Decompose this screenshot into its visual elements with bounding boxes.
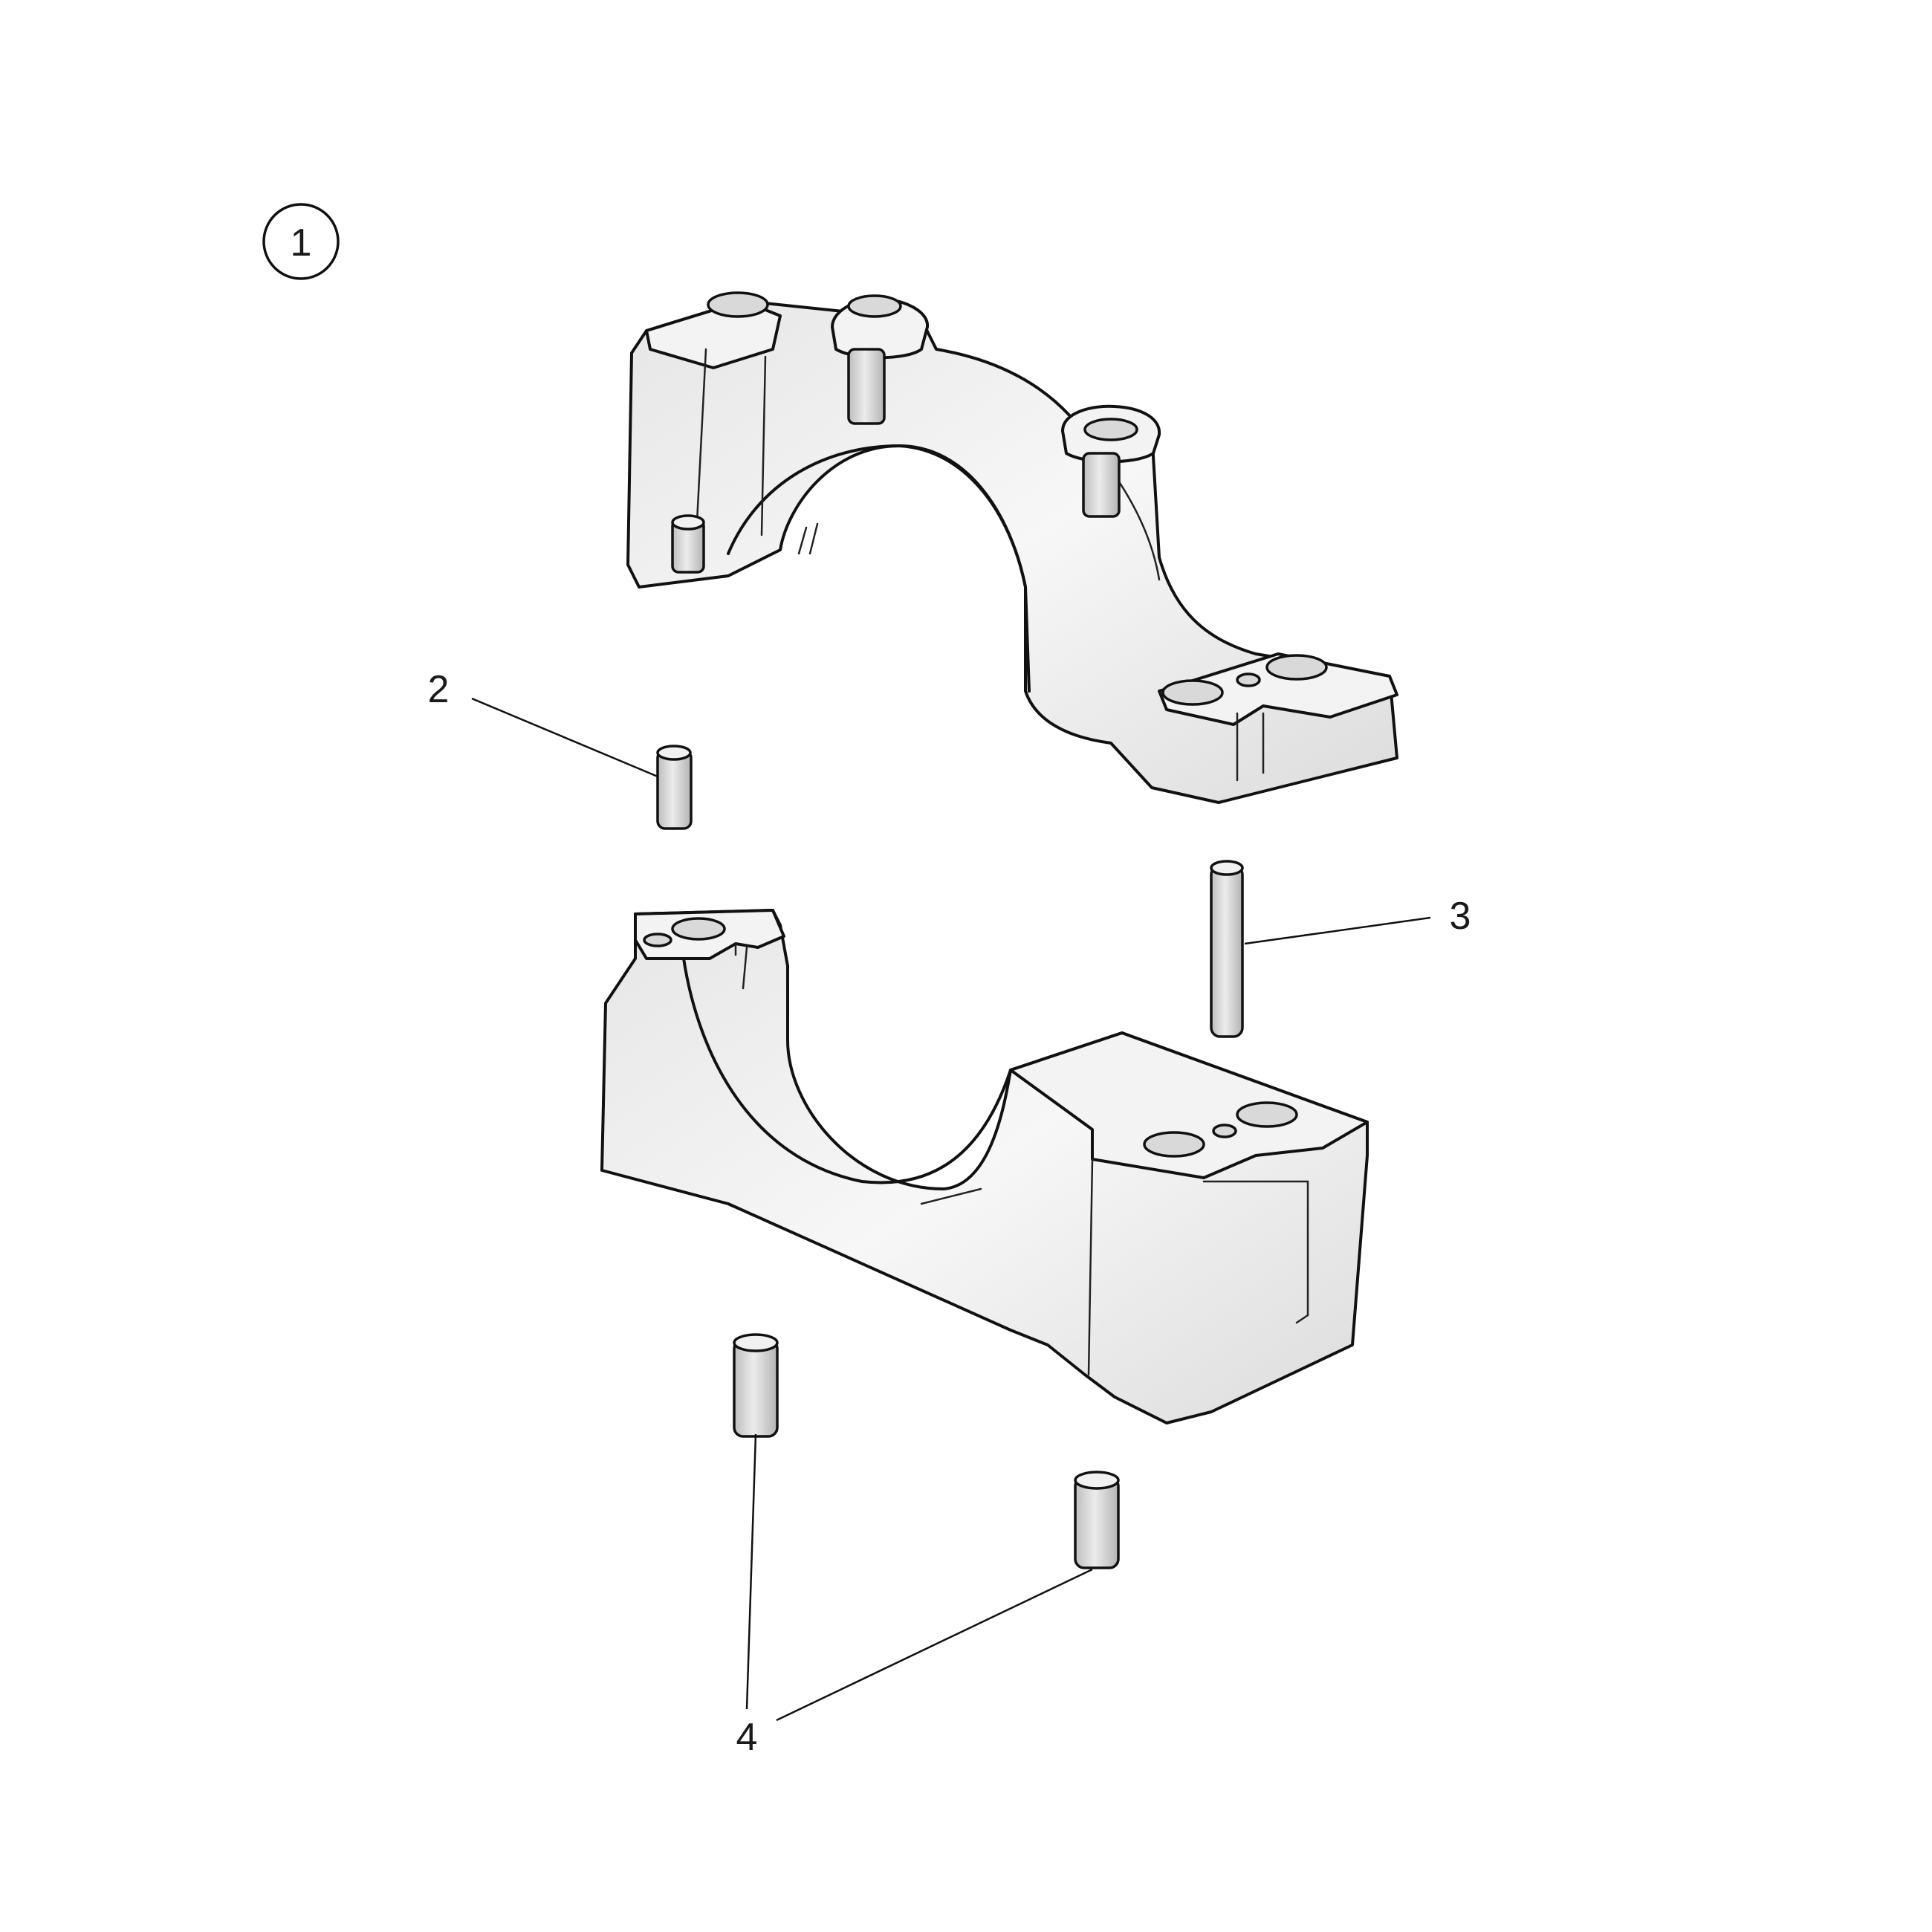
upper-cap-foot-slot xyxy=(1236,712,1265,782)
dowel-sleeve-label: 4 xyxy=(736,1716,758,1759)
lower-cap-small-hole-left xyxy=(643,933,672,947)
upper-cap-bolt-hole-right xyxy=(1083,418,1138,441)
dowel-sleeve-leader-b xyxy=(776,1568,1093,1722)
lower-cap-arch-edge xyxy=(920,1187,982,1205)
pin-short: 2 xyxy=(428,668,693,830)
lower-cap-bolt-hole-left xyxy=(671,917,726,941)
pin-long-label: 3 xyxy=(1450,895,1471,938)
pin-short-label: 2 xyxy=(428,668,450,711)
lower-cap-side-slot xyxy=(1202,1180,1309,1324)
upper-cap-body xyxy=(626,299,1398,804)
upper-cap-dowel-center xyxy=(847,348,886,425)
bearing-cap-lower xyxy=(600,909,1369,1424)
lower-cap-right-top-face xyxy=(1009,1031,1369,1179)
lower-cap-inner-arch xyxy=(682,957,1012,1184)
assembly-callout-circle xyxy=(262,203,340,280)
assembly-callout: 1 xyxy=(262,203,340,280)
upper-cap-notch xyxy=(797,522,819,555)
dowel-sleeve-b-body xyxy=(1074,1476,1120,1569)
lower-cap-block-edge xyxy=(1087,1158,1094,1376)
pin-short-top xyxy=(656,745,692,761)
pin-long-leader xyxy=(1244,916,1431,945)
upper-cap-dowel-right xyxy=(1082,452,1121,518)
upper-cap-inner-arch xyxy=(727,444,1031,693)
pin-short-leader xyxy=(471,697,658,778)
dowel-sleeve-a-body xyxy=(733,1338,779,1438)
upper-cap-edge-line-2 xyxy=(760,355,767,537)
pin-long-body xyxy=(1210,864,1244,1038)
lower-cap-small-hole-right xyxy=(1212,1124,1237,1138)
pin-short-body xyxy=(656,749,693,830)
lower-cap-notch xyxy=(734,942,748,990)
upper-cap-bolt-hole-left xyxy=(707,291,769,318)
lower-cap-bolt-hole-right-a xyxy=(1143,1131,1205,1158)
upper-cap-bolt-hole-foot-b xyxy=(1265,654,1328,681)
dowel-sleeve-pair: 4 xyxy=(733,1333,1120,1759)
upper-cap-small-hole-foot xyxy=(1236,672,1261,687)
dowel-sleeve-a-top xyxy=(733,1333,779,1352)
lower-cap-body xyxy=(600,909,1369,1424)
dowel-sleeve-b-top xyxy=(1074,1471,1120,1490)
upper-cap-bolt-hole-foot-a xyxy=(1161,679,1224,706)
upper-cap-bolt-hole-center xyxy=(847,294,902,318)
pin-long: 3 xyxy=(1210,860,1471,1038)
upper-cap-dowel-left-top xyxy=(671,514,705,531)
dowel-sleeve-leader-a xyxy=(745,1433,757,1710)
bearing-cap-upper xyxy=(626,291,1398,804)
pin-long-top xyxy=(1210,860,1244,876)
lower-cap-bolt-hole-right-b xyxy=(1236,1101,1298,1128)
assembly-callout-label: 1 xyxy=(291,221,312,265)
